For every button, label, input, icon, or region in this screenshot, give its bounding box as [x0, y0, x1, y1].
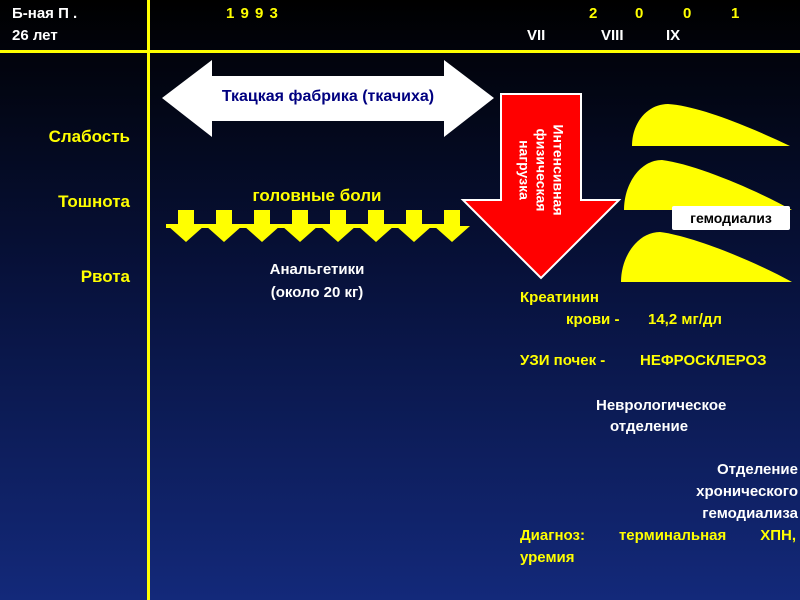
headache-arrows — [166, 210, 470, 242]
dialysis-badge: гемодиализ — [672, 206, 790, 230]
headache-label: головные боли — [252, 186, 382, 205]
dialysis-shape-1 — [632, 104, 790, 146]
physical-load-line-3: нагрузка — [516, 140, 533, 200]
neuro-dept-line-1: Неврологическое — [596, 397, 727, 414]
physical-load-label: Интенсивная физическая нагрузка — [516, 85, 567, 255]
creatinine-value: 14,2 мг/дл — [648, 311, 722, 328]
month-viii: VIII — [601, 27, 624, 44]
symptom-vomiting: Рвота — [80, 267, 130, 286]
physical-load-line-1: Интенсивная — [550, 124, 567, 216]
symptom-nausea: Тошнота — [58, 192, 130, 211]
work-arrow-label: Ткацкая фабрика (ткачиха) — [221, 88, 435, 105]
creatinine-label: Креатинин — [520, 289, 599, 306]
diagnosis-line-1: Диагноз: терминальная ХПН, — [520, 527, 796, 544]
chronic-dept-line-3: гемодиализа — [702, 505, 798, 522]
symptom-weakness: Слабость — [48, 127, 130, 146]
chronic-dept-line-2: хронического — [696, 483, 798, 500]
analgesics-line-1: Анальгетики — [269, 261, 365, 278]
year-2001-digit-1: 2 — [589, 5, 598, 22]
physical-load-arrow — [460, 93, 622, 280]
patient-age: 26 лет — [12, 27, 58, 44]
usi-value: НЕФРОСКЛЕРОЗ — [640, 352, 767, 369]
year-2001-digit-4: 1 — [731, 5, 740, 22]
header-divider-line — [0, 50, 800, 53]
year-1993: 1 9 9 3 — [226, 5, 279, 22]
creatinine-sub-label: крови - — [566, 311, 620, 328]
patient-label: Б-ная П . — [12, 5, 78, 22]
work-double-arrow — [162, 60, 494, 137]
neuro-dept-line-2: отделение — [610, 418, 689, 435]
analgesics-line-2: (около 20 кг) — [270, 284, 364, 301]
diagnosis-line-2: уремия — [520, 549, 575, 566]
year-2001-digit-2: 0 — [635, 5, 644, 22]
column-divider-line — [147, 0, 150, 600]
usi-label: УЗИ почек - — [520, 352, 606, 369]
dialysis-shape-3 — [621, 232, 792, 282]
physical-load-line-2: физическая — [533, 128, 550, 212]
year-2001-digit-3: 0 — [683, 5, 692, 22]
month-vii: VII — [527, 27, 546, 44]
headache-arrow-band — [166, 224, 456, 228]
month-ix: IX — [666, 27, 681, 44]
chronic-dept-line-1: Отделение — [717, 461, 798, 478]
dialysis-shape-2 — [624, 160, 792, 210]
